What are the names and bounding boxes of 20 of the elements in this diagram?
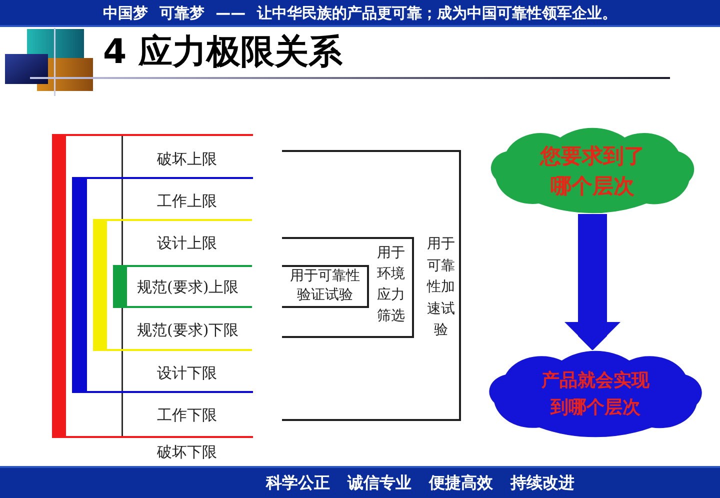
bracket-label: 用于可靠性验证试验 — [289, 267, 361, 305]
limit-label: 设计下限 — [156, 363, 218, 383]
limit-label: 规范(要求)下限 — [137, 320, 237, 340]
bracket-label: 用于可靠性加速试验 — [426, 235, 456, 340]
limit-label: 破坏上限 — [156, 149, 218, 169]
limit-label: 规范(要求)上限 — [137, 277, 237, 297]
limit-label: 工作下限 — [156, 405, 218, 425]
footer-slogan: 科学公正 诚信专业 便捷高效 持续改进 — [266, 473, 575, 493]
header-slogan: 中国梦 可靠梦 —— 让中华民族的产品更可靠；成为中国可靠性领军企业。 — [103, 2, 617, 22]
bracket-label: 用于环境应力筛选 — [376, 244, 406, 326]
block-arrow — [564, 214, 620, 350]
cloud-label: 产品就会实现到哪个层次 — [540, 369, 650, 420]
slide-title: 4 应力极限关系 — [103, 31, 342, 73]
bracket-frame — [282, 237, 414, 338]
limit-label: 工作上限 — [156, 191, 218, 211]
cloud-label: 您要求到了哪个层次 — [538, 142, 646, 200]
limit-label: 设计上限 — [156, 233, 218, 253]
limit-label: 破坏下限 — [156, 442, 218, 462]
bracket-frame — [282, 150, 461, 421]
bracket-frame — [282, 265, 369, 308]
